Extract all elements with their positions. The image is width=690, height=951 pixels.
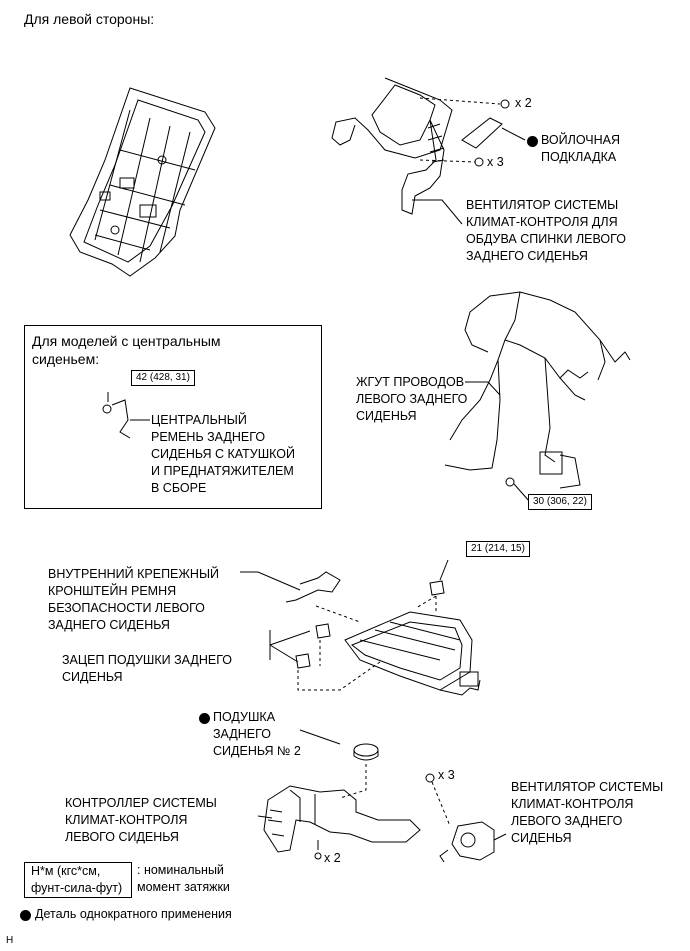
bushing-drawing bbox=[429, 580, 445, 596]
hook-drawing-2 bbox=[295, 653, 311, 669]
footer-mark: H bbox=[6, 935, 14, 946]
cushion-label: ПОДУШКА ЗАДНЕГО СИДЕНЬЯ № 2 bbox=[213, 710, 301, 758]
back-fan-label: ВЕНТИЛЯТОР СИСТЕМЫ КЛИМАТ-КОНТРОЛЯ ДЛЯ О… bbox=[466, 198, 626, 263]
torque-unit-desc: : номинальный момент затяжки bbox=[137, 863, 230, 894]
controller-label: КОНТРОЛЛЕР СИСТЕМЫ КЛИМАТ-КОНТРОЛЯ ЛЕВОГ… bbox=[65, 796, 217, 844]
fan-back-leader bbox=[412, 199, 463, 225]
center-belt-label: ЦЕНТРАЛЬНЫЙ РЕМЕНЬ ЗАДНЕГО СИДЕНЬЯ С КАТ… bbox=[151, 413, 296, 495]
qty-nuts-bottom: x 3 bbox=[438, 768, 455, 782]
torque-unit-legend: Н*м (кгс*см, фунт-сила-фут) bbox=[24, 862, 132, 898]
hook-drawing-1 bbox=[315, 623, 331, 639]
bracket-drawing bbox=[285, 571, 341, 603]
bracket-label: ВНУТРЕННИЙ КРЕПЕЖНЫЙ КРОНШТЕЙН РЕМНЯ БЕЗ… bbox=[48, 567, 220, 632]
nonreusable-mark-cushion bbox=[199, 713, 210, 724]
page-heading: Для левой стороны: bbox=[24, 11, 155, 27]
seat-fan-drawing bbox=[439, 821, 507, 863]
torque-unit-label: Н*м (кгс*см, фунт-сила-фут) bbox=[31, 864, 123, 895]
center-seat-inset: Для моделей с центральным сиденьем: 42 (… bbox=[24, 325, 322, 509]
torque-21: 21 (214, 15) bbox=[466, 541, 530, 557]
torque-42: 42 (428, 31) bbox=[131, 370, 195, 386]
qty-bolts-top: x 2 bbox=[515, 96, 532, 110]
cushion-pad-drawing bbox=[353, 743, 379, 757]
nonreusable-legend-mark bbox=[20, 910, 31, 921]
back-fan-drawing bbox=[331, 77, 453, 215]
nonreusable-legend-label: Деталь однократного применения bbox=[35, 907, 232, 921]
torque-30: 30 (306, 22) bbox=[528, 494, 592, 510]
harness-drawing bbox=[444, 291, 631, 489]
nonreusable-mark-felt bbox=[527, 136, 538, 147]
qty-nuts-top: x 3 bbox=[487, 155, 504, 169]
hook-label: ЗАЦЕП ПОДУШКИ ЗАДНЕГО СИДЕНЬЯ bbox=[62, 653, 233, 684]
harness-leader bbox=[465, 381, 501, 396]
controller-drawing bbox=[263, 785, 421, 853]
center-belt-drawing bbox=[102, 392, 150, 439]
harness-label: ЖГУТ ПРОВОДОВ ЛЕВОГО ЗАДНЕГО СИДЕНЬЯ bbox=[356, 375, 468, 423]
cushion-frame-drawing bbox=[344, 611, 481, 696]
felt-pad-label: ВОЙЛОЧНАЯ ПОДКЛАДКА bbox=[541, 133, 621, 164]
seat-back-frame-drawing bbox=[69, 87, 216, 277]
inset-title: Для моделей с центральным сиденьем: bbox=[32, 333, 221, 367]
felt-pad-drawing bbox=[461, 117, 503, 149]
qty-bolts-bottom: x 2 bbox=[324, 851, 341, 865]
seat-fan-label: ВЕНТИЛЯТОР СИСТЕМЫ КЛИМАТ-КОНТРОЛЯ ЛЕВОГ… bbox=[511, 780, 664, 845]
top-dashed-lines bbox=[419, 97, 501, 163]
